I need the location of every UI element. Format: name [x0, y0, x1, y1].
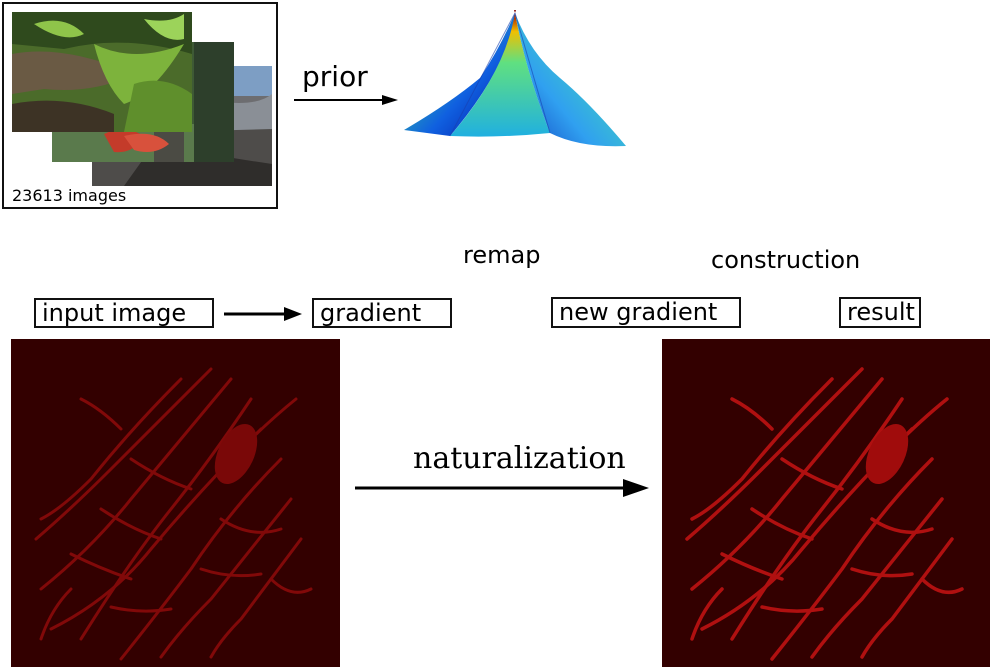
prior-distribution-plot: [404, 10, 626, 147]
image-stack: [12, 12, 272, 186]
result-box: result: [839, 297, 921, 328]
gradient-box: gradient: [312, 298, 452, 328]
input-image-box: input image: [34, 298, 214, 328]
photo-ferns: [12, 12, 192, 132]
naturalization-label: naturalization: [413, 441, 626, 476]
remap-label: remap: [463, 241, 541, 269]
new-gradient-box: new gradient: [551, 297, 741, 328]
result-image-panel: [662, 339, 990, 667]
dataset-caption: 23613 images: [12, 186, 127, 205]
input-image-panel: [11, 339, 340, 667]
construction-label: construction: [711, 246, 861, 274]
prior-arrow: [294, 95, 398, 105]
prior-label: prior: [302, 60, 368, 93]
dataset-box: 23613 images: [2, 2, 278, 209]
naturalization-arrow: [355, 479, 649, 497]
input-to-gradient-arrow: [224, 307, 302, 321]
